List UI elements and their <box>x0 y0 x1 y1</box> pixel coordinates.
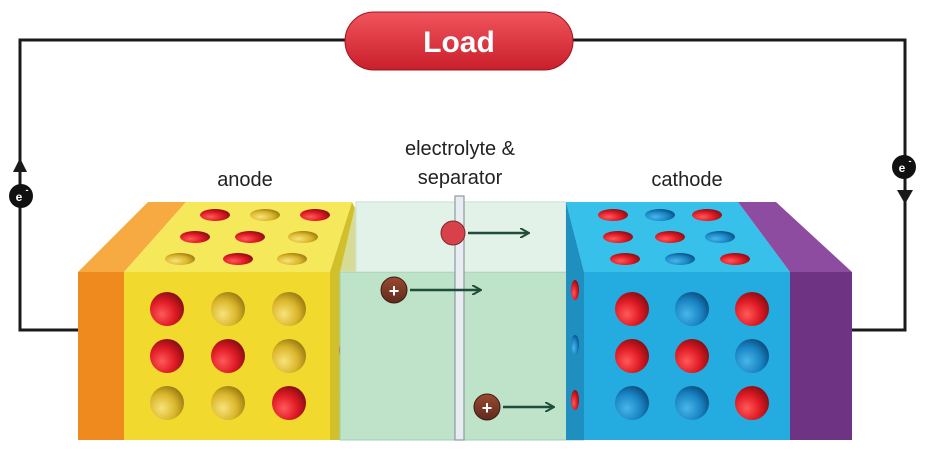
arrow-down-icon <box>897 190 913 204</box>
cathode-front-holes <box>615 292 769 420</box>
electron-right-label: e <box>899 161 906 175</box>
cathode-block <box>566 202 790 440</box>
ion-2-symbol: + <box>389 281 400 301</box>
arrow-up-icon <box>13 158 27 172</box>
ion-3: + <box>473 393 553 421</box>
ion-2: + <box>380 276 480 304</box>
ion-1 <box>440 220 528 246</box>
current-collector-right <box>738 202 852 440</box>
wire-right <box>570 38 907 332</box>
separator <box>454 195 465 441</box>
electrolyte-label-line1: electrolyte & <box>405 138 516 160</box>
electron-left-label: e <box>16 190 23 204</box>
electron-left: e - <box>9 158 33 208</box>
load-label: Load <box>423 26 495 59</box>
electron-right-charge: - <box>909 156 912 166</box>
anode-label: anode <box>217 169 273 191</box>
anode-front-holes <box>150 292 306 420</box>
electrolyte-label-line2: separator <box>418 167 503 189</box>
electron-left-charge: - <box>26 185 29 195</box>
cathode-side-holes <box>571 280 579 410</box>
cathode-top-holes <box>598 209 750 265</box>
ion-3-symbol: + <box>482 398 493 418</box>
current-collector-left <box>78 202 186 440</box>
load-box: Load <box>344 11 574 71</box>
anode-top-holes <box>165 209 330 265</box>
cathode-label: cathode <box>651 169 722 191</box>
anode-block <box>124 202 356 440</box>
electron-right: e - <box>892 155 916 204</box>
